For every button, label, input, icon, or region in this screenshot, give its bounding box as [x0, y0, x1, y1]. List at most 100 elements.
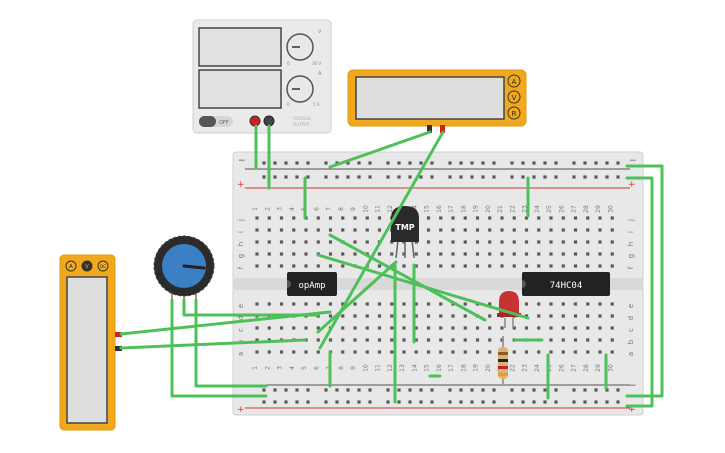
grid-hole[interactable]	[475, 252, 480, 256]
rail-hole[interactable]	[408, 161, 412, 165]
grid-hole[interactable]	[292, 252, 296, 256]
rail-hole[interactable]	[583, 388, 587, 392]
grid-hole[interactable]	[402, 350, 406, 354]
grid-hole[interactable]	[586, 216, 590, 220]
grid-hole[interactable]	[279, 228, 284, 232]
grid-hole[interactable]	[304, 302, 308, 306]
grid-hole[interactable]	[426, 326, 431, 330]
rail-hole[interactable]	[386, 388, 390, 392]
rail-hole[interactable]	[368, 388, 372, 392]
grid-hole[interactable]	[500, 326, 504, 330]
grid-hole[interactable]	[292, 228, 296, 232]
grid-hole[interactable]	[267, 350, 271, 354]
meter-top-probe-black[interactable]	[427, 125, 432, 133]
meter-left-button-v[interactable]: V	[81, 260, 93, 272]
rail-hole[interactable]	[594, 388, 598, 392]
rail-hole[interactable]	[284, 388, 288, 392]
grid-hole[interactable]	[524, 216, 529, 220]
grid-hole[interactable]	[488, 240, 492, 244]
grid-hole[interactable]	[390, 302, 394, 306]
grid-hole[interactable]	[341, 338, 345, 342]
grid-hole[interactable]	[341, 350, 345, 354]
grid-hole[interactable]	[586, 350, 590, 354]
grid-hole[interactable]	[353, 326, 357, 330]
grid-hole[interactable]	[512, 264, 516, 268]
grid-hole[interactable]	[561, 252, 565, 256]
grid-hole[interactable]	[573, 326, 578, 330]
grid-hole[interactable]	[463, 252, 467, 256]
rail-hole[interactable]	[492, 400, 496, 404]
grid-hole[interactable]	[561, 326, 565, 330]
wire-sensor-diag[interactable]	[328, 233, 487, 322]
rail-hole[interactable]	[532, 400, 536, 404]
grid-hole[interactable]	[598, 216, 602, 220]
rail-hole[interactable]	[510, 175, 514, 179]
grid-hole[interactable]	[488, 216, 492, 220]
grid-hole[interactable]	[500, 228, 504, 232]
multimeter-left[interactable]: A V OC	[59, 254, 122, 431]
grid-hole[interactable]	[573, 264, 578, 268]
rail-hole[interactable]	[543, 388, 547, 392]
breadboard[interactable]: 1122334455667788991010111112121313141415…	[232, 151, 644, 416]
grid-hole[interactable]	[488, 252, 492, 256]
grid-hole[interactable]	[328, 264, 333, 268]
grid-hole[interactable]	[377, 302, 382, 306]
rail-hole[interactable]	[397, 388, 401, 392]
grid-hole[interactable]	[561, 264, 565, 268]
grid-hole[interactable]	[475, 240, 480, 244]
rail-hole[interactable]	[532, 388, 536, 392]
meter-top-button-a[interactable]: A	[507, 74, 521, 88]
grid-hole[interactable]	[341, 314, 345, 318]
rail-hole[interactable]	[408, 175, 412, 179]
wire-meter-left-black[interactable]	[119, 338, 307, 350]
grid-hole[interactable]	[598, 264, 602, 268]
grid-hole[interactable]	[316, 228, 320, 232]
grid-hole[interactable]	[328, 302, 333, 306]
grid-hole[interactable]	[341, 252, 345, 256]
rail-hole[interactable]	[459, 175, 463, 179]
grid-hole[interactable]	[549, 350, 553, 354]
grid-hole[interactable]	[353, 240, 357, 244]
grid-hole[interactable]	[267, 264, 271, 268]
grid-hole[interactable]	[292, 216, 296, 220]
grid-hole[interactable]	[573, 302, 578, 306]
rail-hole[interactable]	[306, 175, 310, 179]
grid-hole[interactable]	[267, 240, 271, 244]
grid-hole[interactable]	[439, 216, 443, 220]
grid-hole[interactable]	[292, 350, 296, 354]
grid-hole[interactable]	[586, 264, 590, 268]
resistor[interactable]	[498, 336, 508, 384]
grid-hole[interactable]	[598, 326, 602, 330]
grid-hole[interactable]	[549, 216, 553, 220]
grid-hole[interactable]	[537, 216, 541, 220]
rail-hole[interactable]	[616, 400, 620, 404]
grid-hole[interactable]	[512, 216, 516, 220]
grid-hole[interactable]	[304, 350, 308, 354]
rail-hole[interactable]	[295, 161, 299, 165]
grid-hole[interactable]	[304, 264, 308, 268]
grid-hole[interactable]	[537, 350, 541, 354]
rail-hole[interactable]	[583, 175, 587, 179]
grid-hole[interactable]	[561, 240, 565, 244]
grid-hole[interactable]	[426, 228, 431, 232]
meter-left-probe-black[interactable]	[115, 346, 122, 351]
grid-hole[interactable]	[451, 350, 455, 354]
rail-hole[interactable]	[430, 400, 434, 404]
rail-hole[interactable]	[430, 388, 434, 392]
rail-hole[interactable]	[386, 400, 390, 404]
wire-right-rail-negative[interactable]	[625, 164, 664, 398]
rail-hole[interactable]	[521, 400, 525, 404]
grid-hole[interactable]	[598, 338, 602, 342]
grid-hole[interactable]	[439, 338, 443, 342]
rail-hole[interactable]	[295, 400, 299, 404]
rail-hole[interactable]	[284, 400, 288, 404]
grid-hole[interactable]	[488, 228, 492, 232]
grid-hole[interactable]	[475, 264, 480, 268]
grid-hole[interactable]	[586, 302, 590, 306]
rail-hole[interactable]	[262, 388, 266, 392]
rail-hole[interactable]	[306, 161, 310, 165]
grid-hole[interactable]	[316, 350, 320, 354]
grid-hole[interactable]	[451, 228, 455, 232]
grid-hole[interactable]	[377, 228, 382, 232]
grid-hole[interactable]	[316, 326, 320, 330]
